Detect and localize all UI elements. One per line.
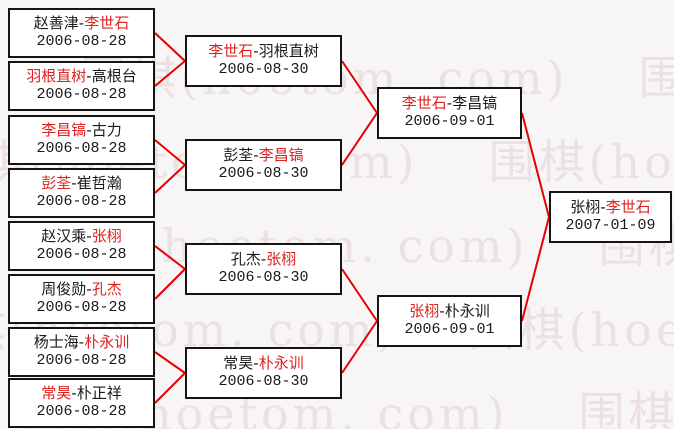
player-name: 彭荃 <box>223 146 254 165</box>
match-date: 2006-08-30 <box>218 269 309 286</box>
player-name: 常昊 <box>41 384 72 403</box>
player-name: 朴永训 <box>258 354 304 373</box>
match-box-semifinal-1: 李世石-李昌镐 2006-09-01 <box>377 87 522 139</box>
player-name: 李世石 <box>401 94 447 113</box>
match-pairing: 杨士海-朴永训 <box>34 333 129 352</box>
match-box-round1-8: 常昊-朴正祥 2006-08-28 <box>8 378 155 428</box>
match-pairing: 彭荃-李昌镐 <box>223 146 303 165</box>
pair-separator: - <box>86 121 92 140</box>
pair-separator: - <box>439 302 445 321</box>
pair-separator: - <box>78 333 85 352</box>
match-box-round1-4: 彭荃-崔哲瀚 2006-08-28 <box>8 168 155 218</box>
match-box-round1-5: 赵汉乘-张栩 2006-08-28 <box>8 221 155 271</box>
match-date: 2006-08-30 <box>218 373 309 390</box>
player-name: 崔哲瀚 <box>76 174 122 193</box>
player-name: 常昊 <box>223 354 254 373</box>
match-box-round1-7: 杨士海-朴永训 2006-08-28 <box>8 327 155 377</box>
match-date: 2006-08-28 <box>36 246 127 263</box>
player-name: 彭荃 <box>41 174 72 193</box>
match-date: 2006-09-01 <box>404 113 495 130</box>
pair-separator: - <box>71 384 77 403</box>
match-date: 2006-08-28 <box>36 193 127 210</box>
match-pairing: 常昊-朴正祥 <box>41 384 121 403</box>
player-name: 羽根直树 <box>26 67 87 86</box>
player-name: 李世石 <box>84 14 130 33</box>
match-pairing: 李昌镐-古力 <box>41 121 121 140</box>
match-box-round1-6: 周俊勋-孔杰 2006-08-28 <box>8 274 155 324</box>
match-box-semifinal-2: 张栩-朴永训 2006-09-01 <box>377 295 522 347</box>
match-date: 2006-08-30 <box>218 165 309 182</box>
pair-separator: - <box>86 67 92 86</box>
match-pairing: 常昊-朴永训 <box>223 354 303 373</box>
player-name: 古力 <box>91 121 122 140</box>
pair-separator: - <box>71 174 77 193</box>
match-pairing: 赵善津-李世石 <box>34 14 129 33</box>
player-name: 赵汉乘 <box>41 227 87 246</box>
match-date: 2006-08-28 <box>36 299 127 316</box>
match-date: 2007-01-09 <box>565 217 656 234</box>
match-pairing: 张栩-李世石 <box>570 198 650 217</box>
player-name: 张栩 <box>91 227 122 246</box>
pair-separator: - <box>253 146 259 165</box>
pair-separator: - <box>86 227 92 246</box>
match-date: 2006-08-28 <box>36 33 127 50</box>
player-name: 李世石 <box>605 198 651 217</box>
player-name: 李世石 <box>208 42 254 61</box>
match-box-round2-3: 孔杰-张栩 2006-08-30 <box>185 243 342 295</box>
match-pairing: 李世石-羽根直树 <box>208 42 318 61</box>
player-name: 高根台 <box>91 67 137 86</box>
match-date: 2006-08-28 <box>36 403 127 420</box>
match-box-round2-2: 彭荃-李昌镐 2006-08-30 <box>185 139 342 191</box>
match-pairing: 张栩-朴永训 <box>409 302 489 321</box>
player-name: 李昌镐 <box>452 94 498 113</box>
match-pairing: 羽根直树-高根台 <box>26 67 136 86</box>
match-date: 2006-08-28 <box>36 86 127 103</box>
player-name: 孔杰 <box>91 280 122 299</box>
pair-separator: - <box>253 42 259 61</box>
match-pairing: 孔杰-张栩 <box>231 250 296 269</box>
match-box-round1-1: 赵善津-李世石 2006-08-28 <box>8 8 155 58</box>
player-name: 周俊勋 <box>41 280 87 299</box>
pair-separator: - <box>253 354 259 373</box>
match-box-round1-2: 羽根直树-高根台 2006-08-28 <box>8 61 155 111</box>
pair-separator: - <box>600 198 606 217</box>
match-pairing: 李世石-李昌镐 <box>402 94 497 113</box>
player-name: 羽根直树 <box>258 42 319 61</box>
match-date: 2006-08-28 <box>36 352 127 369</box>
match-date: 2006-08-28 <box>36 140 127 157</box>
pair-separator: - <box>78 14 85 33</box>
player-name: 朴永训 <box>444 302 490 321</box>
player-name: 张栩 <box>409 302 440 321</box>
player-name: 朴永训 <box>84 333 130 352</box>
match-box-round1-3: 李昌镐-古力 2006-08-28 <box>8 115 155 165</box>
pair-separator: - <box>446 94 453 113</box>
match-pairing: 赵汉乘-张栩 <box>41 227 121 246</box>
match-box-round2-1: 李世石-羽根直树 2006-08-30 <box>185 35 342 87</box>
player-name: 李昌镐 <box>258 146 304 165</box>
player-name: 张栩 <box>266 250 297 269</box>
player-name: 杨士海 <box>33 333 79 352</box>
match-box-final: 张栩-李世石 2007-01-09 <box>549 191 672 243</box>
match-date: 2006-08-30 <box>218 61 309 78</box>
match-pairing: 周俊勋-孔杰 <box>41 280 121 299</box>
pair-separator: - <box>260 250 267 269</box>
pair-separator: - <box>86 280 92 299</box>
player-name: 赵善津 <box>33 14 79 33</box>
player-name: 李昌镐 <box>41 121 87 140</box>
player-name: 孔杰 <box>230 250 261 269</box>
player-name: 张栩 <box>570 198 601 217</box>
player-name: 朴正祥 <box>76 384 122 403</box>
match-pairing: 彭荃-崔哲瀚 <box>41 174 121 193</box>
match-date: 2006-09-01 <box>404 321 495 338</box>
match-box-round2-4: 常昊-朴永训 2006-08-30 <box>185 347 342 399</box>
